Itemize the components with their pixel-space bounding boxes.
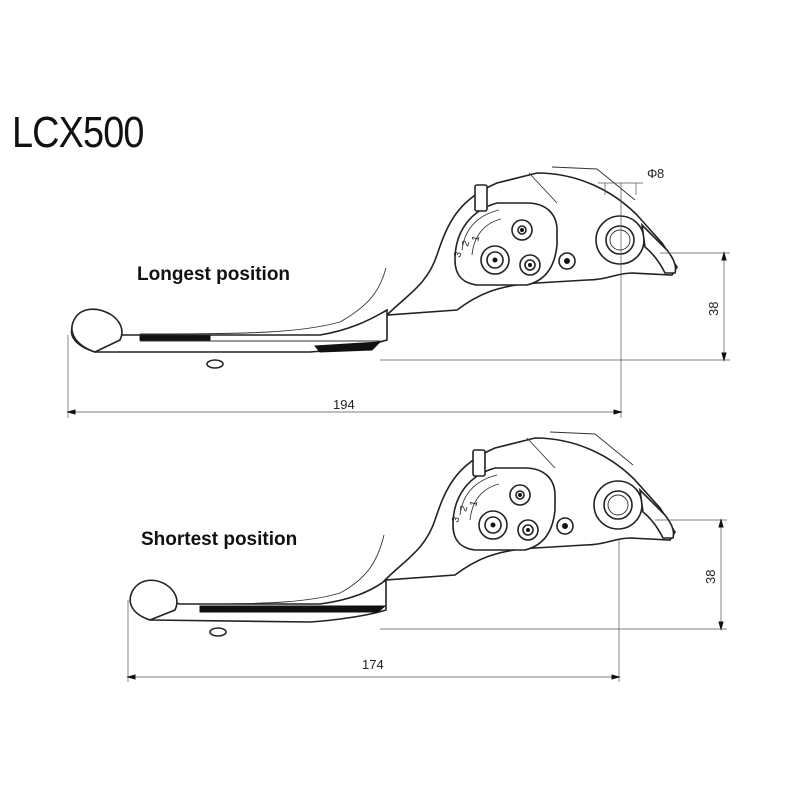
shortest-height-label: 38 bbox=[703, 570, 718, 584]
shortest-length-label: 174 bbox=[362, 657, 384, 672]
scale-mark-1: 1 bbox=[470, 234, 482, 243]
scale-mark-2: 2 bbox=[458, 504, 470, 513]
longest-lever bbox=[70, 166, 678, 369]
shortest-position-label: Shortest position bbox=[141, 529, 298, 550]
longest-dimensions bbox=[66, 182, 730, 418]
page-title: LCX500 bbox=[12, 108, 144, 157]
diameter-symbol: Φ bbox=[647, 166, 657, 181]
scale-mark-1: 1 bbox=[468, 499, 480, 508]
pivot-diameter-label: 8 bbox=[657, 166, 664, 181]
longest-position-label: Longest position bbox=[137, 264, 291, 285]
shortest-dimensions bbox=[126, 518, 727, 682]
scale-mark-3: 3 bbox=[450, 515, 462, 524]
scale-mark-3: 3 bbox=[452, 250, 464, 259]
longest-height-label: 38 bbox=[706, 302, 721, 316]
shortest-lever bbox=[129, 431, 676, 637]
scale-mark-2: 2 bbox=[460, 239, 472, 248]
longest-length-label: 194 bbox=[333, 397, 355, 412]
